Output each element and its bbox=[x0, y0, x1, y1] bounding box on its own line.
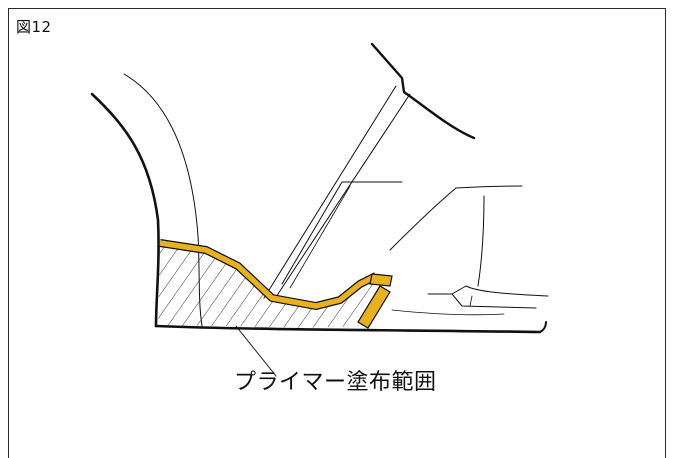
figure-frame bbox=[8, 8, 666, 458]
primer-band bbox=[159, 239, 393, 329]
body-outlines bbox=[90, 42, 549, 377]
primer-area-callout: プライマー塗布範囲 bbox=[234, 370, 437, 395]
figure-label: 図12 bbox=[16, 18, 52, 36]
